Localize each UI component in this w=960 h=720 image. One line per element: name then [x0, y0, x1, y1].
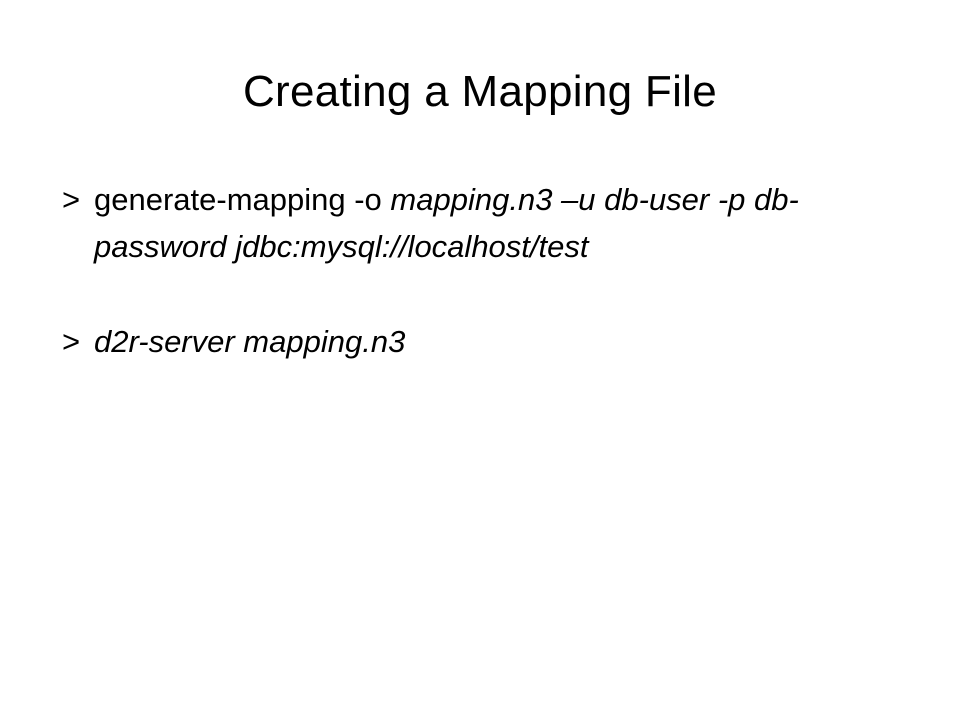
command-text: generate-mapping -o [94, 182, 391, 217]
bullet-generate-mapping: > generate-mapping -o mapping.n3 –u db-u… [62, 176, 902, 270]
command-arguments: mapping.n3 –u db-user -p db-password jdb… [94, 182, 799, 264]
bullet-marker: > [62, 324, 81, 359]
bullet-d2r-server: > d2r-server mapping.n3 [62, 318, 902, 365]
slide-title: Creating a Mapping File [242, 67, 718, 116]
command-text: d2r-server mapping.n3 [94, 324, 406, 359]
bullet-marker: > [62, 182, 81, 217]
bullet-list: > generate-mapping -o mapping.n3 –u db-u… [62, 176, 902, 365]
